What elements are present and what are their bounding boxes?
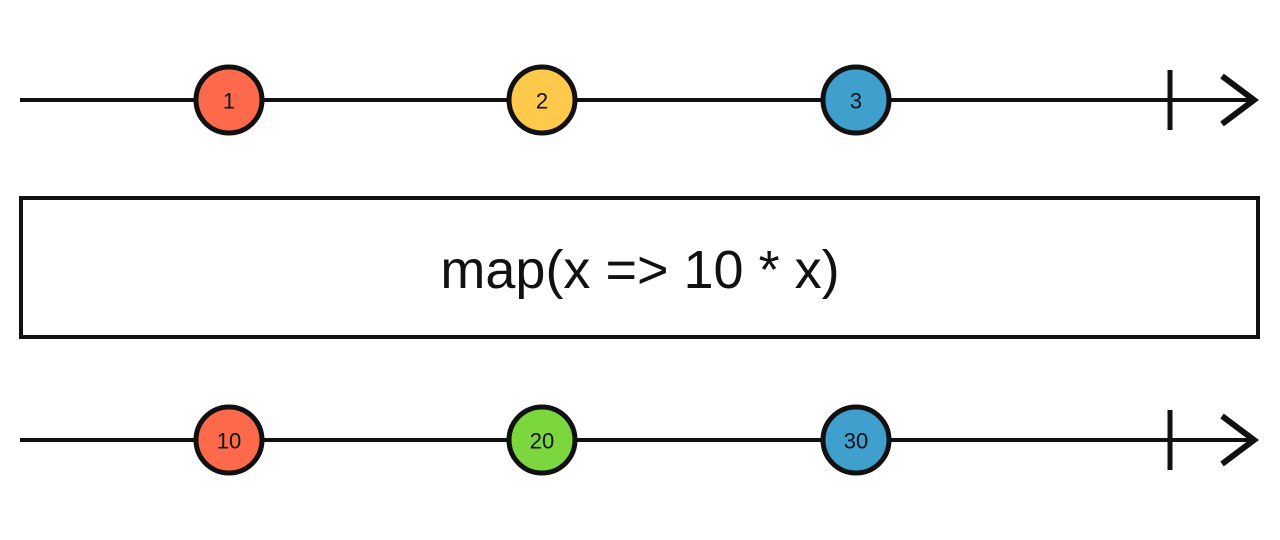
marble-circle	[193, 404, 265, 476]
marble-value-label: 30	[844, 429, 868, 454]
operator-box[interactable]: map(x => 10 * x)	[19, 196, 1260, 339]
marble-value-label: 3	[850, 89, 862, 114]
marble-circle	[506, 64, 578, 136]
source-marble-3[interactable]: 3	[820, 64, 892, 136]
source-marble-2[interactable]: 2	[506, 64, 578, 136]
marble-value-label: 10	[217, 429, 241, 454]
result-marble-20[interactable]: 20	[506, 404, 578, 476]
marble-value-label: 1	[223, 89, 235, 114]
operator-box-rect	[19, 196, 1260, 339]
result-marble-10[interactable]: 10	[193, 404, 265, 476]
result-marble-30[interactable]: 30	[820, 404, 892, 476]
marble-circle	[193, 64, 265, 136]
source-arrow-head-icon	[1220, 73, 1259, 127]
marble-circle	[820, 404, 892, 476]
source-stream: 1 2 3	[20, 64, 1259, 136]
marble-circle	[506, 404, 578, 476]
marble-circle	[820, 64, 892, 136]
marble-value-label: 2	[536, 89, 548, 114]
marble-value-label: 20	[530, 429, 554, 454]
source-marble-1[interactable]: 1	[193, 64, 265, 136]
result-stream: 10 20 30	[20, 404, 1259, 476]
operator-label: map(x => 10 * x)	[440, 240, 839, 300]
result-arrow-head-icon	[1220, 413, 1259, 467]
